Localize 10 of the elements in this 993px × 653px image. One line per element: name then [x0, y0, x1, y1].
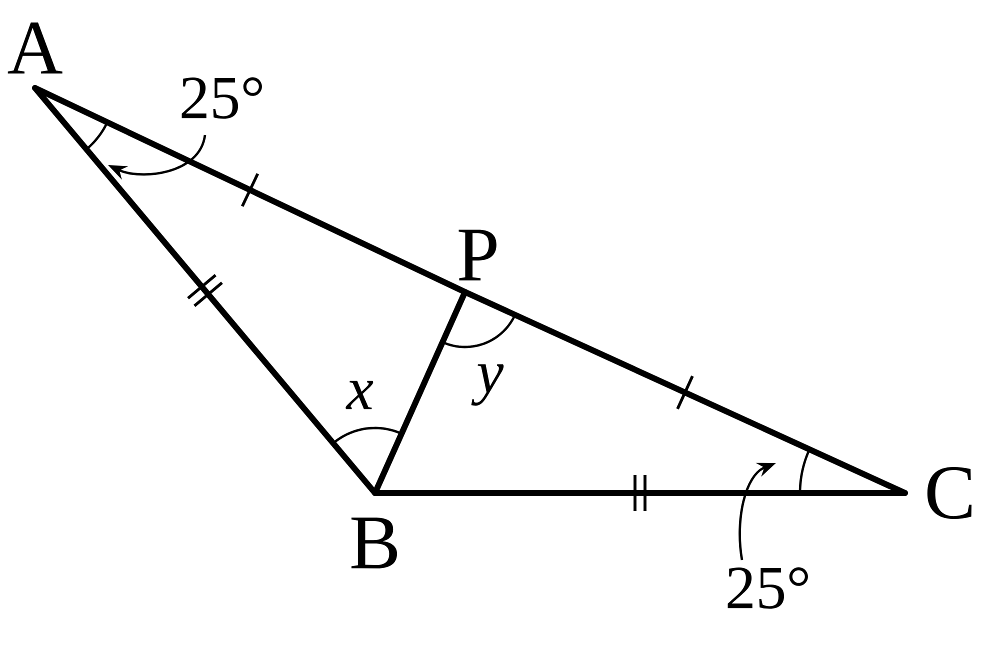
angle-value: 25° [182, 77, 262, 119]
angle-label: y [471, 364, 504, 406]
angle-label: x [346, 380, 374, 410]
triangle-side [372, 289, 468, 496]
angle-value: 25° [728, 567, 808, 609]
triangle-side [32, 85, 468, 295]
vertex-label: P [458, 230, 496, 280]
vertex-label: B [351, 518, 398, 568]
vertex-label: C [927, 467, 972, 519]
vertex-label: A [8, 22, 62, 74]
